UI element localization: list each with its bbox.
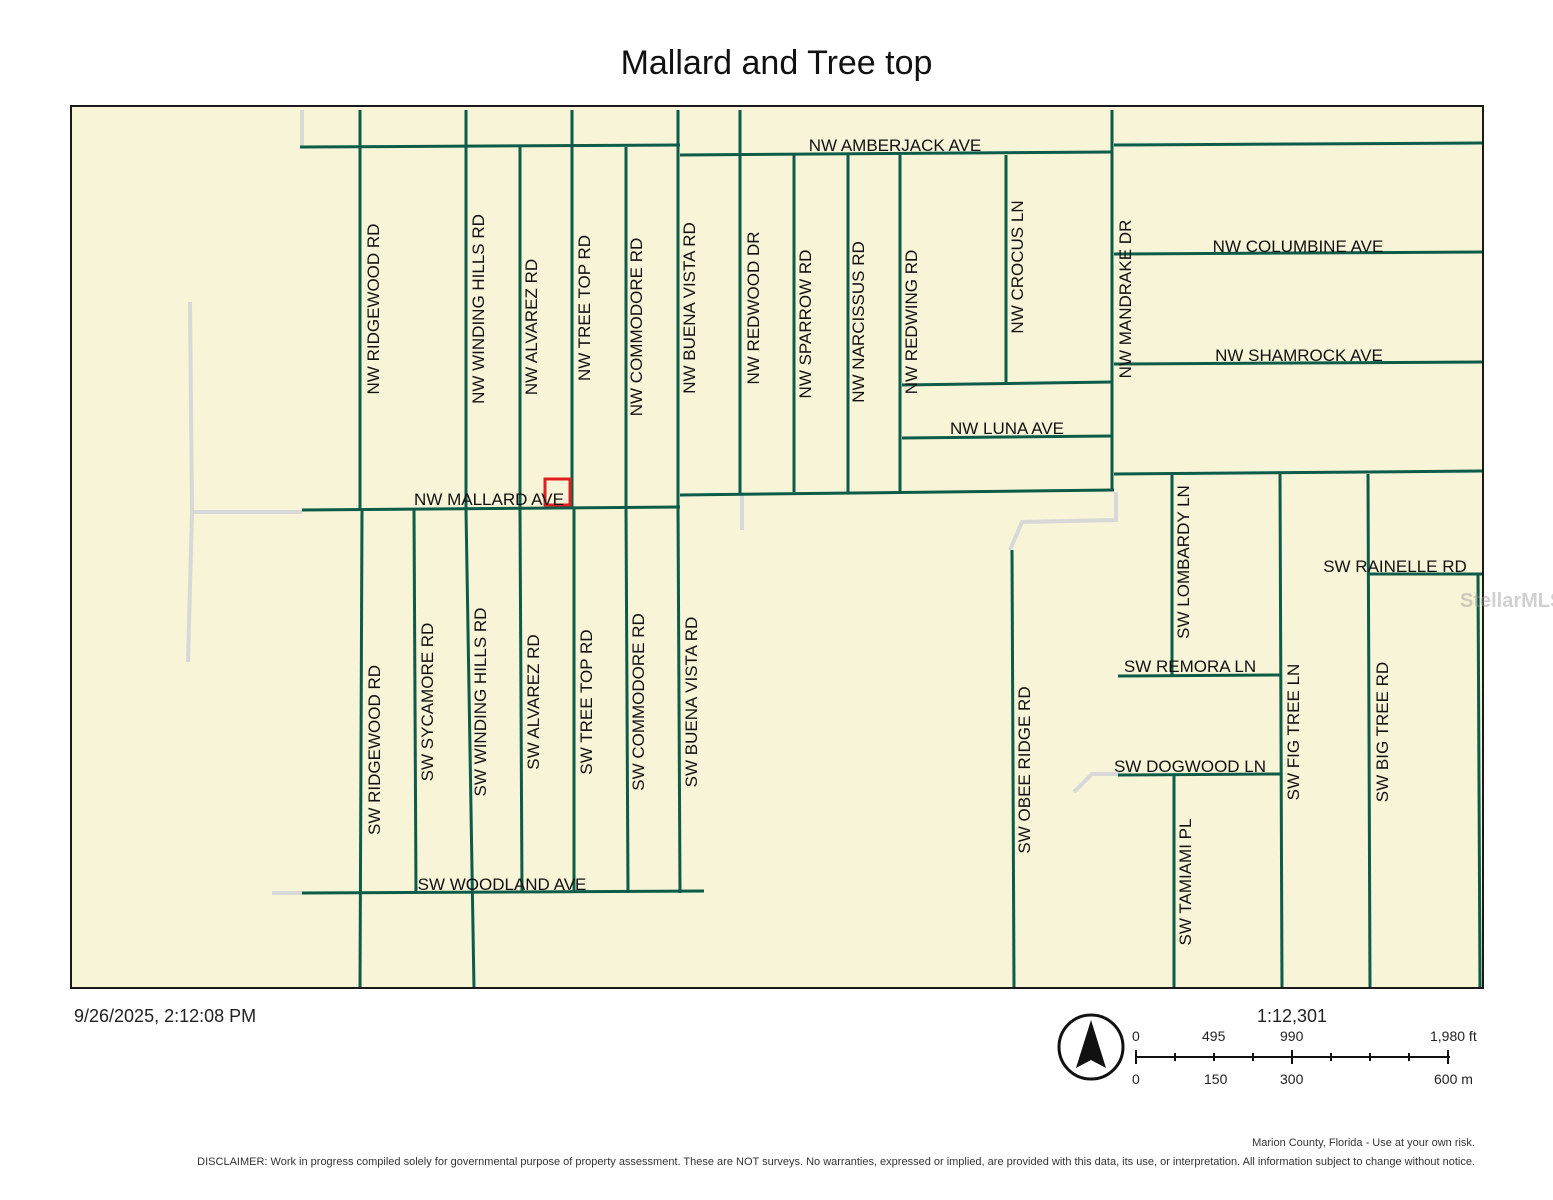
label-sw-sycamore-rd: SW SYCAMORE RD — [418, 623, 437, 782]
label-nw-commodore-rd: NW COMMODORE RD — [627, 238, 646, 416]
label-sw-remora-ln: SW REMORA LN — [1124, 657, 1256, 676]
label-nw-narcissus-rd: NW NARCISSUS RD — [849, 241, 868, 403]
label-sw-commodore-rd: SW COMMODORE RD — [629, 613, 648, 791]
street-map: NW AMBERJACK AVE NW COLUMBINE AVE NW SHA… — [186, 110, 1482, 987]
label-nw-amberjack-ave: NW AMBERJACK AVE — [809, 136, 982, 155]
label-sw-tree-top-rd: SW TREE TOP RD — [577, 629, 596, 774]
label-nw-alvarez-rd: NW ALVAREZ RD — [522, 259, 541, 395]
scale-ft-495: 495 — [1202, 1028, 1226, 1044]
label-sw-woodland-ave: SW WOODLAND AVE — [418, 875, 587, 894]
map-title: Mallard and Tree top — [620, 44, 933, 82]
scale-m-0: 0 — [1132, 1071, 1140, 1087]
label-nw-luna-ave: NW LUNA AVE — [950, 419, 1064, 438]
north-arrow-icon — [1057, 1013, 1125, 1081]
watermark: StellarMLS — [1460, 590, 1553, 612]
label-nw-buena-vista-rd: NW BUENA VISTA RD — [680, 222, 699, 394]
label-nw-redwing-rd: NW REDWING RD — [902, 250, 921, 394]
label-nw-shamrock-ave: NW SHAMROCK AVE — [1215, 346, 1383, 365]
subject-parcel-marker[interactable] — [543, 477, 572, 507]
scale-ft-0: 0 — [1132, 1028, 1140, 1044]
label-sw-fig-tree-ln: SW FIG TREE LN — [1284, 664, 1303, 801]
label-nw-crocus-ln: NW CROCUS LN — [1008, 200, 1027, 333]
label-nw-tree-top-rd: NW TREE TOP RD — [575, 235, 594, 381]
label-sw-obee-ridge-rd: SW OBEE RIDGE RD — [1015, 686, 1034, 853]
label-sw-lombardy-ln: SW LOMBARDY LN — [1174, 485, 1193, 639]
scale-ft-1980: 1,980 ft — [1430, 1028, 1477, 1044]
label-nw-winding-hills-rd: NW WINDING HILLS RD — [469, 214, 488, 404]
footer-county-note: Marion County, Florida - Use at your own… — [1252, 1137, 1475, 1149]
footer-disclaimer: DISCLAIMER: Work in progress compiled so… — [197, 1156, 1475, 1168]
scale-m-300: 300 — [1280, 1071, 1304, 1087]
label-sw-big-tree-rd: SW BIG TREE RD — [1373, 662, 1392, 802]
label-sw-rainelle-rd: SW RAINELLE RD — [1323, 557, 1467, 576]
label-sw-ridgewood-rd: SW RIDGEWOOD RD — [365, 665, 384, 835]
unpaved-roads — [186, 110, 1120, 895]
label-sw-buena-vista-rd: SW BUENA VISTA RD — [682, 617, 701, 788]
label-nw-sparrow-rd: NW SPARROW RD — [796, 250, 815, 399]
label-sw-dogwood-ln: SW DOGWOOD LN — [1114, 757, 1266, 776]
print-timestamp: 9/26/2025, 2:12:08 PM — [74, 1006, 257, 1026]
scale-bar — [1135, 1050, 1450, 1064]
label-nw-ridgewood-rd: NW RIDGEWOOD RD — [364, 224, 383, 395]
scale-ft-990: 990 — [1280, 1028, 1304, 1044]
label-nw-redwood-dr: NW REDWOOD DR — [744, 232, 763, 385]
label-sw-alvarez-rd: SW ALVAREZ RD — [524, 634, 543, 769]
label-sw-tamiami-pl: SW TAMIAMI PL — [1176, 819, 1195, 946]
paved-roads — [299, 110, 1482, 987]
scale-ratio: 1:12,301 — [1257, 1006, 1328, 1026]
label-nw-mandrake-dr: NW MANDRAKE DR — [1116, 220, 1135, 379]
label-nw-mallard-ave: NW MALLARD AVE — [414, 490, 564, 509]
scale-m-600: 600 m — [1434, 1071, 1473, 1087]
map-canvas[interactable]: NW AMBERJACK AVE NW COLUMBINE AVE NW SHA… — [70, 105, 1484, 989]
label-sw-winding-hills-rd: SW WINDING HILLS RD — [471, 608, 490, 797]
scale-m-150: 150 — [1204, 1071, 1228, 1087]
label-nw-columbine-ave: NW COLUMBINE AVE — [1213, 237, 1384, 256]
